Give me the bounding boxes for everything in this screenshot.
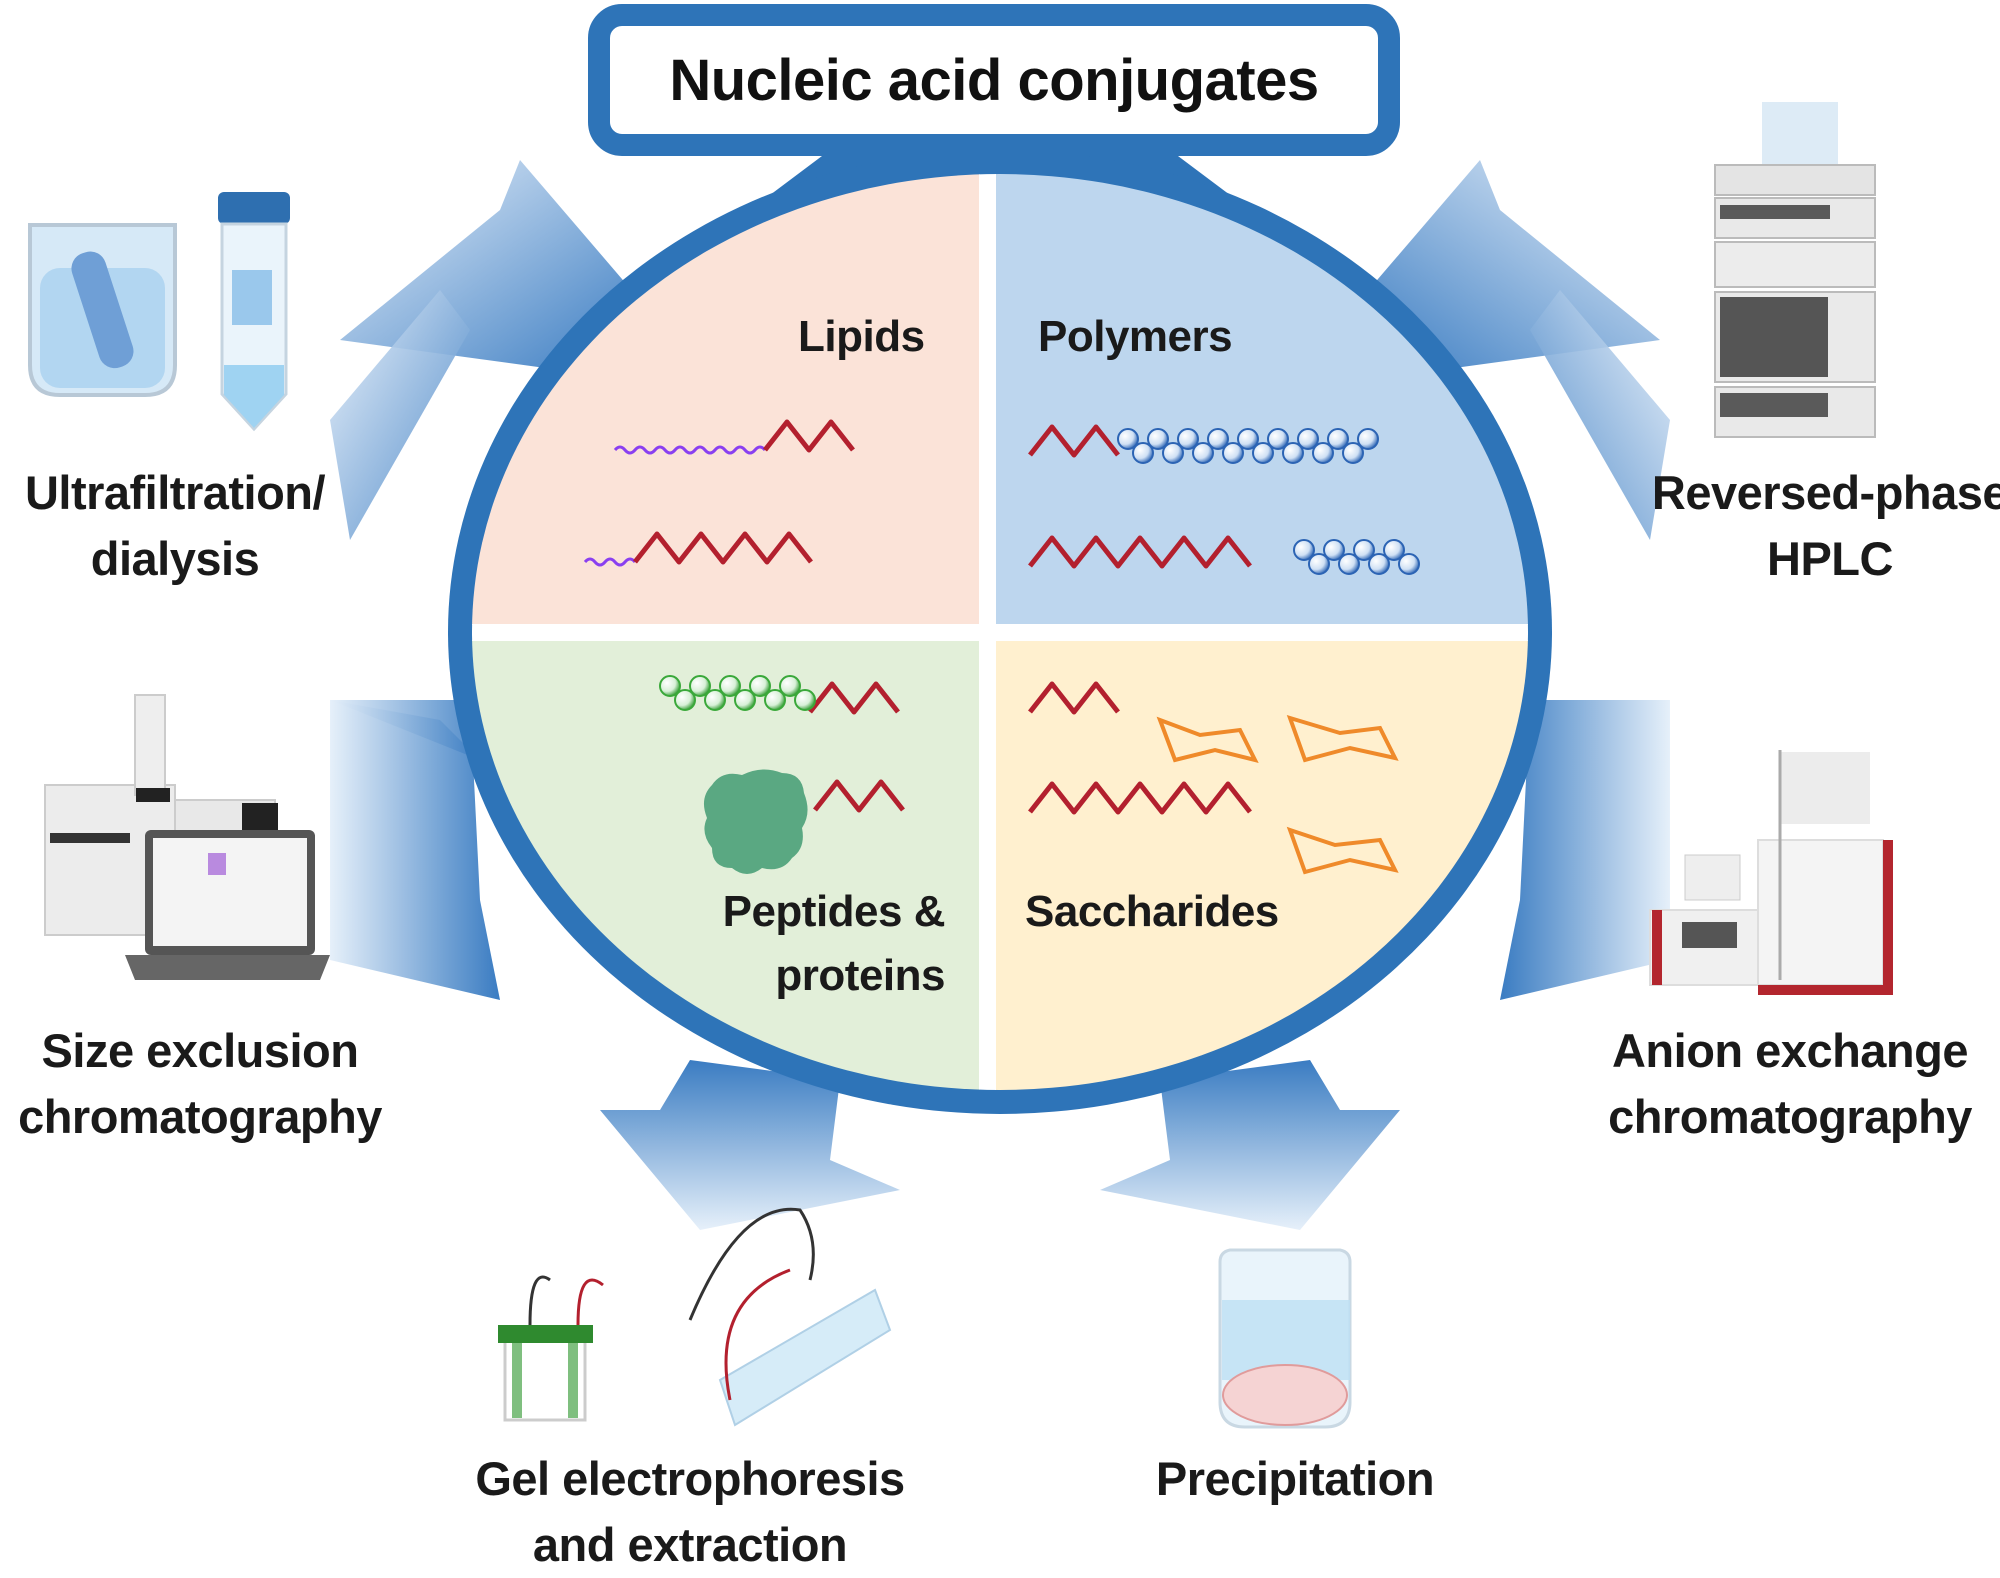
lipid-conjugate-2	[583, 531, 813, 567]
polymer-bead	[1207, 428, 1229, 450]
polymer-bead	[1383, 539, 1405, 561]
method-aex-line2: chromatography	[1608, 1090, 1972, 1143]
polymer-bead	[1357, 428, 1379, 450]
method-sec-line2: chromatography	[18, 1090, 382, 1143]
peptide-conjugate	[659, 675, 900, 715]
method-gel-line2: and extraction	[532, 1518, 848, 1571]
saccharide-conjugate-1	[1028, 681, 1399, 763]
label-saccharides: Saccharides	[1025, 887, 1279, 936]
method-ultrafiltration-line1: Ultrafiltration/	[24, 466, 326, 519]
title-box: Nucleic acid conjugates	[588, 4, 1400, 156]
polymer-bead	[1162, 442, 1184, 464]
polymer-bead	[1222, 442, 1244, 464]
method-sec-line1: Size exclusion	[41, 1024, 359, 1077]
arrow-to-ultrafiltration	[330, 160, 640, 540]
polymer-bead	[1327, 428, 1349, 450]
peptide-bead	[674, 689, 696, 711]
polymer-bead	[1282, 442, 1304, 464]
peptide-bead	[794, 689, 816, 711]
polymer-conjugate-1	[1028, 424, 1379, 464]
arrow-to-gel-electrophoresis	[600, 1060, 900, 1230]
polymer-bead	[1267, 428, 1289, 450]
hplc-instrument-icon	[1714, 102, 1876, 438]
label-polymers: Polymers	[1038, 312, 1233, 361]
label-lipids: Lipids	[798, 312, 925, 361]
protein-conjugate	[703, 769, 905, 874]
gel-electrophoresis-icon	[498, 1207, 892, 1427]
method-aex-line1: Anion exchange	[1611, 1024, 1969, 1077]
peptide-bead	[749, 675, 771, 697]
polymer-bead	[1342, 442, 1364, 464]
polymer-bead	[1192, 442, 1214, 464]
label-peptides-line2: proteins	[775, 951, 945, 1000]
method-rp-hplc-line1: Reversed-phase	[1651, 466, 2000, 519]
quadrant-divider-v	[979, 174, 996, 1090]
diagram-title: Nucleic acid conjugates	[669, 47, 1319, 113]
method-gel-line1: Gel electrophoresis	[475, 1452, 905, 1505]
quadrant-divider-h	[472, 624, 1528, 641]
peptide-bead	[764, 689, 786, 711]
arrow-to-size-exclusion	[330, 700, 500, 1000]
chromatography-system-laptop-icon	[44, 694, 330, 980]
polymer-bead	[1177, 428, 1199, 450]
polymer-bead	[1338, 553, 1360, 575]
polymer-bead	[1147, 428, 1169, 450]
polymer-bead	[1353, 539, 1375, 561]
label-peptides-line1: Peptides &	[722, 887, 946, 936]
peptide-bead	[734, 689, 756, 711]
polymer-bead	[1323, 539, 1345, 561]
polymer-conjugate-2	[1028, 535, 1420, 575]
peptide-bead	[659, 675, 681, 697]
arrow-to-rp-hplc	[1360, 160, 1670, 540]
fplc-system-icon	[1649, 750, 1893, 995]
method-rp-hplc-line2: HPLC	[1767, 532, 1893, 585]
polymer-bead	[1308, 553, 1330, 575]
peptide-bead	[704, 689, 726, 711]
beaker-and-centrifuge-tube-icon	[28, 192, 290, 432]
peptide-bead	[719, 675, 741, 697]
lipid-conjugate-1	[613, 419, 855, 455]
polymer-bead	[1132, 442, 1154, 464]
polymer-bead	[1368, 553, 1390, 575]
peptide-bead	[779, 675, 801, 697]
polymer-bead	[1297, 428, 1319, 450]
peptide-bead	[689, 675, 711, 697]
method-precipitation: Precipitation	[1155, 1452, 1435, 1505]
polymer-bead	[1293, 539, 1315, 561]
arrow-to-precipitation	[1100, 1060, 1400, 1230]
saccharide-conjugate-2	[1028, 781, 1399, 875]
polymer-bead	[1117, 428, 1139, 450]
polymer-bead	[1312, 442, 1334, 464]
method-ultrafiltration-line2: dialysis	[90, 532, 260, 585]
polymer-bead	[1237, 428, 1259, 450]
arrow-to-anion-exchange	[1500, 700, 1670, 1000]
polymer-bead	[1398, 553, 1420, 575]
precipitation-tube-icon	[1218, 1248, 1352, 1429]
polymer-bead	[1252, 442, 1274, 464]
